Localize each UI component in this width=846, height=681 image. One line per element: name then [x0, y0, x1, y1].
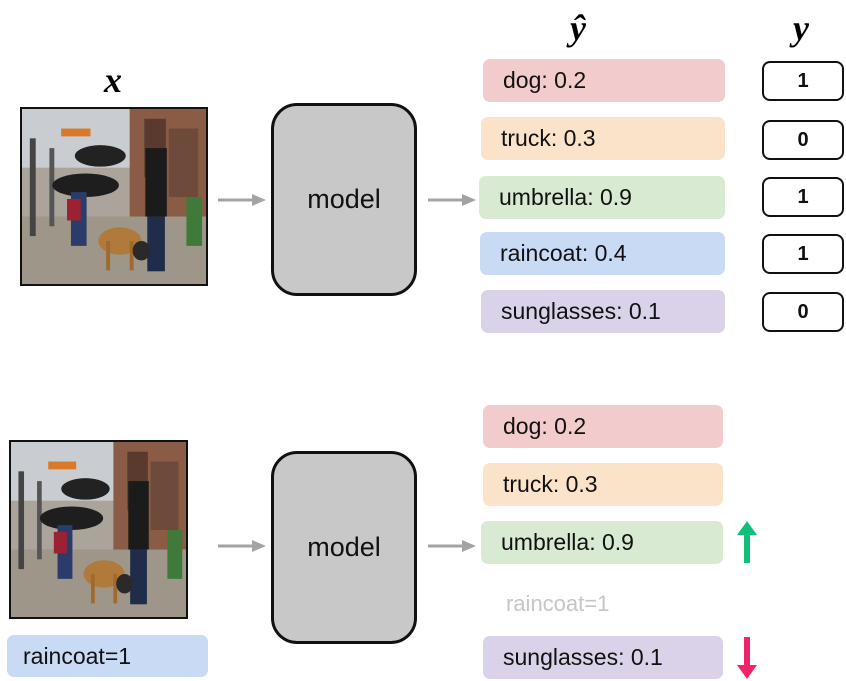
arrow-image-to-model-bottom	[218, 540, 266, 552]
prediction-truck-bottom: truck: 0.3	[483, 463, 723, 506]
model-label: model	[307, 184, 381, 214]
prediction-umbrella: umbrella: 0.9	[479, 176, 725, 219]
faded-raincoat-label: raincoat=1	[506, 591, 610, 616]
input-photo-bottom	[9, 440, 188, 619]
prediction-raincoat: raincoat: 0.4	[480, 232, 725, 275]
input-photo-top	[20, 107, 208, 286]
prediction-truck: truck: 0.3	[481, 117, 725, 160]
arrow-image-to-model-top	[218, 194, 266, 206]
target-sunglasses: 0	[762, 292, 844, 332]
prediction-umbrella-bottom: umbrella: 0.9	[481, 521, 723, 564]
prediction-sunglasses-bottom: sunglasses: 0.1	[483, 636, 723, 679]
model-box-top: model	[271, 103, 417, 296]
target-raincoat: 1	[762, 234, 844, 274]
target-dog: 1	[762, 61, 844, 101]
arrow-model-to-predictions-bottom	[428, 540, 476, 552]
y-symbol: y	[793, 8, 809, 48]
target-umbrella: 1	[762, 177, 844, 217]
prediction-sunglasses: sunglasses: 0.1	[481, 290, 725, 333]
y-hat-symbol: ŷ	[570, 8, 586, 48]
increase-arrow-icon	[737, 521, 757, 563]
x-symbol: x	[104, 60, 122, 100]
input-label-chip: raincoat=1	[7, 635, 208, 677]
prediction-dog-bottom: dog: 0.2	[483, 405, 723, 448]
arrow-model-to-predictions-top	[428, 194, 476, 206]
model-box-bottom: model	[271, 451, 417, 644]
prediction-dog: dog: 0.2	[483, 59, 725, 102]
model-label: model	[307, 532, 381, 562]
decrease-arrow-icon	[737, 637, 757, 679]
target-truck: 0	[762, 120, 844, 160]
